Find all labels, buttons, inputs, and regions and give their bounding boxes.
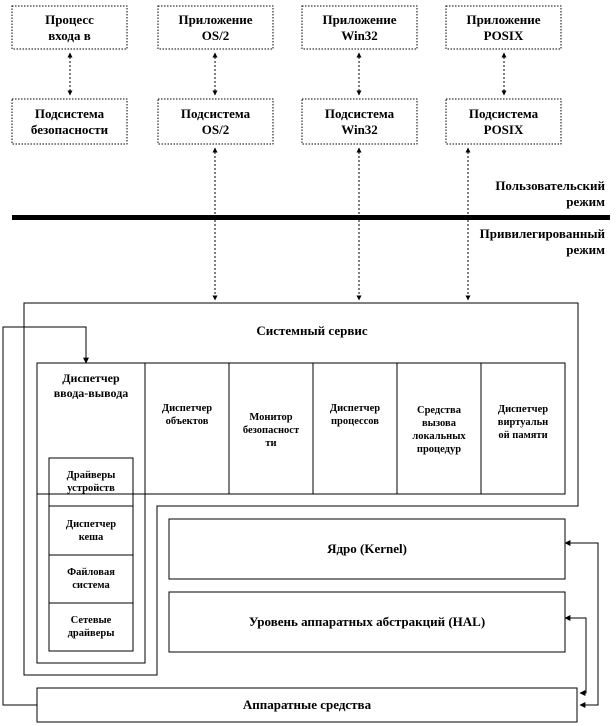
win32-subsystem-label: Подсистема Win32	[324, 105, 395, 137]
os2-subsystem-box	[157, 98, 274, 145]
process-manager-label: Диспетчер процессов	[329, 403, 381, 427]
system-service-title: Системный сервис	[256, 323, 368, 338]
lpc-label: Средства вызова локальных процедур	[412, 405, 466, 455]
os2-app-box	[157, 5, 274, 50]
executive-outline	[23, 302, 579, 676]
services-row	[36, 362, 566, 495]
os2-subsystem-label: Подсистема OS/2	[180, 105, 251, 137]
win32-app-label: Приложение Win32	[322, 11, 397, 43]
cache-manager-label: Диспетчер кеша	[65, 518, 117, 543]
device-drivers-label: Драйверы устройств	[66, 470, 116, 494]
security-monitor-label: Монитор безопасност ти	[242, 411, 300, 449]
posix-subsystem-box	[445, 98, 562, 145]
logon-process-box	[11, 5, 128, 50]
object-manager-label: Диспетчер объектов	[161, 403, 213, 427]
mode-separator	[12, 215, 610, 220]
hal-label: Уровень аппаратных абстракций (HAL)	[248, 614, 486, 629]
user-mode-label: Пользовательский режим	[495, 178, 605, 209]
win32-app-box	[301, 5, 418, 50]
hal-link	[564, 615, 587, 696]
io-manager-label: Диспетчер ввода-вывода	[53, 371, 129, 400]
posix-app-box	[445, 5, 562, 50]
file-system-label: Файловая система	[67, 567, 115, 591]
security-subsystem-label: Подсистема безопасности	[30, 105, 109, 137]
io-loop-line	[2, 326, 89, 706]
hardware-label: Аппаратные средства	[242, 697, 372, 712]
kernel-link	[564, 540, 599, 708]
security-subsystem-box	[11, 98, 128, 145]
logon-process-label: Процесс входа в	[45, 11, 94, 43]
posix-subsystem-label: Подсистема POSIX	[468, 105, 539, 137]
vm-manager-label: Диспетчер виртуальн ой памяти	[497, 404, 549, 441]
os2-app-label: Приложение OS/2	[178, 11, 253, 43]
posix-app-label: Приложение POSIX	[466, 11, 541, 43]
win32-subsystem-box	[301, 98, 418, 145]
privileged-mode-label: Привилегированный режим	[479, 226, 605, 257]
network-drivers-label: Сетевые драйверы	[67, 615, 115, 639]
kernel-label: Ядро (Kernel)	[327, 541, 407, 556]
